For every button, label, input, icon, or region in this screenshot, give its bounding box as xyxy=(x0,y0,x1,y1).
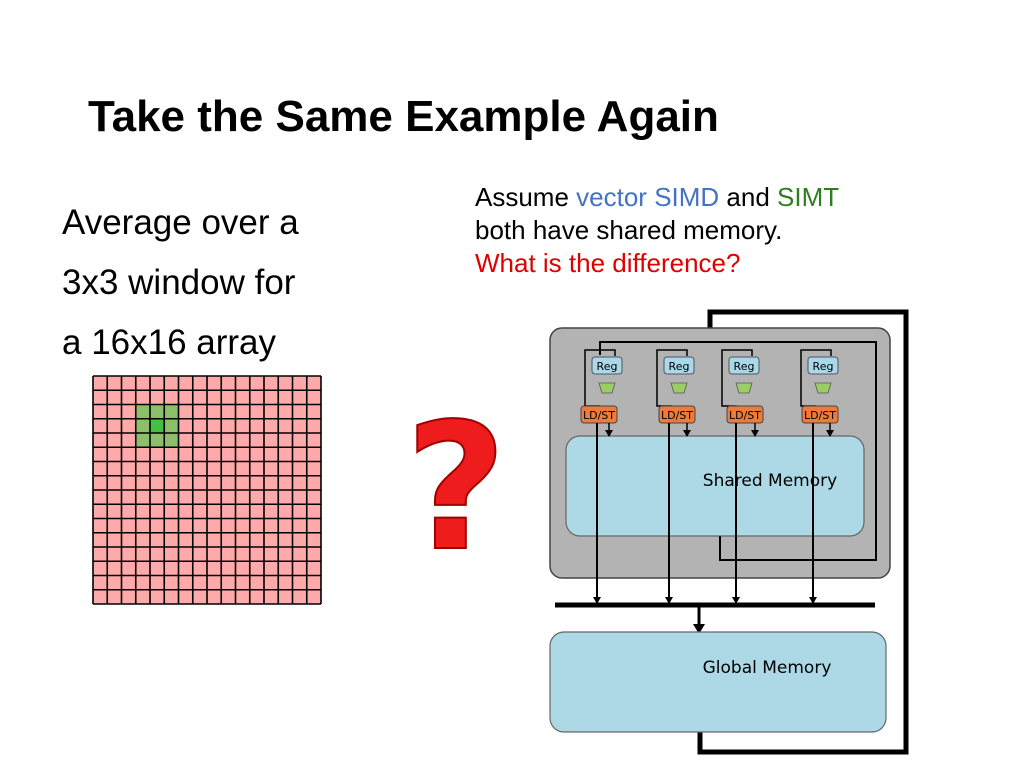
slide-title: Take the Same Example Again xyxy=(88,92,719,141)
register-label: Reg xyxy=(813,360,834,373)
register-label: Reg xyxy=(669,360,690,373)
ldst-label: LD/ST xyxy=(661,409,693,422)
alu-icon xyxy=(670,382,688,394)
global-memory-box xyxy=(549,631,887,733)
register-box xyxy=(807,356,839,375)
window-center-cell xyxy=(150,418,165,433)
register-box xyxy=(663,356,695,375)
alu-icon xyxy=(814,382,832,394)
question-mark-icon: ? xyxy=(405,387,507,590)
arrow-icon xyxy=(809,597,817,604)
ldst-box xyxy=(658,405,696,424)
assume-prefix: Assume xyxy=(475,182,577,212)
arrow-icon xyxy=(683,430,691,437)
question-line: What is the difference? xyxy=(475,248,741,278)
register-box xyxy=(728,356,760,375)
lane-feedback-wire xyxy=(721,349,753,407)
assumption-line-1: Assume vector SIMD and SIMT xyxy=(475,181,839,214)
ldst-box xyxy=(801,405,839,424)
problem-line-3: a 16x16 array xyxy=(62,323,277,362)
assumption-line-2: both have shared memory. xyxy=(475,215,783,245)
simd-word: SIMD xyxy=(654,182,720,212)
alu-icon xyxy=(598,382,616,394)
arrow-icon xyxy=(826,430,834,437)
array-grid xyxy=(92,375,322,605)
bus-arrow-icon xyxy=(693,624,705,634)
arrow-icon xyxy=(593,597,601,604)
shared-memory-label: Shared Memory xyxy=(703,471,837,491)
simt-word: SIMT xyxy=(777,182,840,212)
register-box xyxy=(591,356,623,375)
ldst-label: LD/ST xyxy=(729,409,761,422)
global-feedback-wire xyxy=(697,309,909,755)
arrow-icon xyxy=(732,597,740,604)
register-label: Reg xyxy=(597,360,618,373)
arrow-icon xyxy=(605,430,613,437)
assumption-text: Assume vector SIMD and SIMT both have sh… xyxy=(475,181,839,280)
architecture-diagram: Shared Memory RegLD/STRegLD/STRegLD/STRe… xyxy=(549,309,909,755)
register-label: Reg xyxy=(734,360,755,373)
alu-icon xyxy=(735,382,753,394)
arrow-icon xyxy=(665,597,673,604)
problem-description: Average over a 3x3 window for a 16x16 ar… xyxy=(62,193,299,373)
ldst-label: LD/ST xyxy=(583,409,615,422)
arrow-icon xyxy=(751,430,759,437)
problem-line-1: Average over a xyxy=(62,203,299,242)
ldst-box xyxy=(726,405,764,424)
shared-memory-feedback-wire xyxy=(599,341,877,561)
ldst-label: LD/ST xyxy=(804,409,836,422)
and-word: and xyxy=(719,182,778,212)
vector-word: vector xyxy=(576,182,647,212)
problem-line-2: 3x3 window for xyxy=(62,263,296,302)
ldst-box xyxy=(580,405,618,424)
shared-memory-box xyxy=(565,435,865,537)
global-memory-label: Global Memory xyxy=(703,658,832,678)
